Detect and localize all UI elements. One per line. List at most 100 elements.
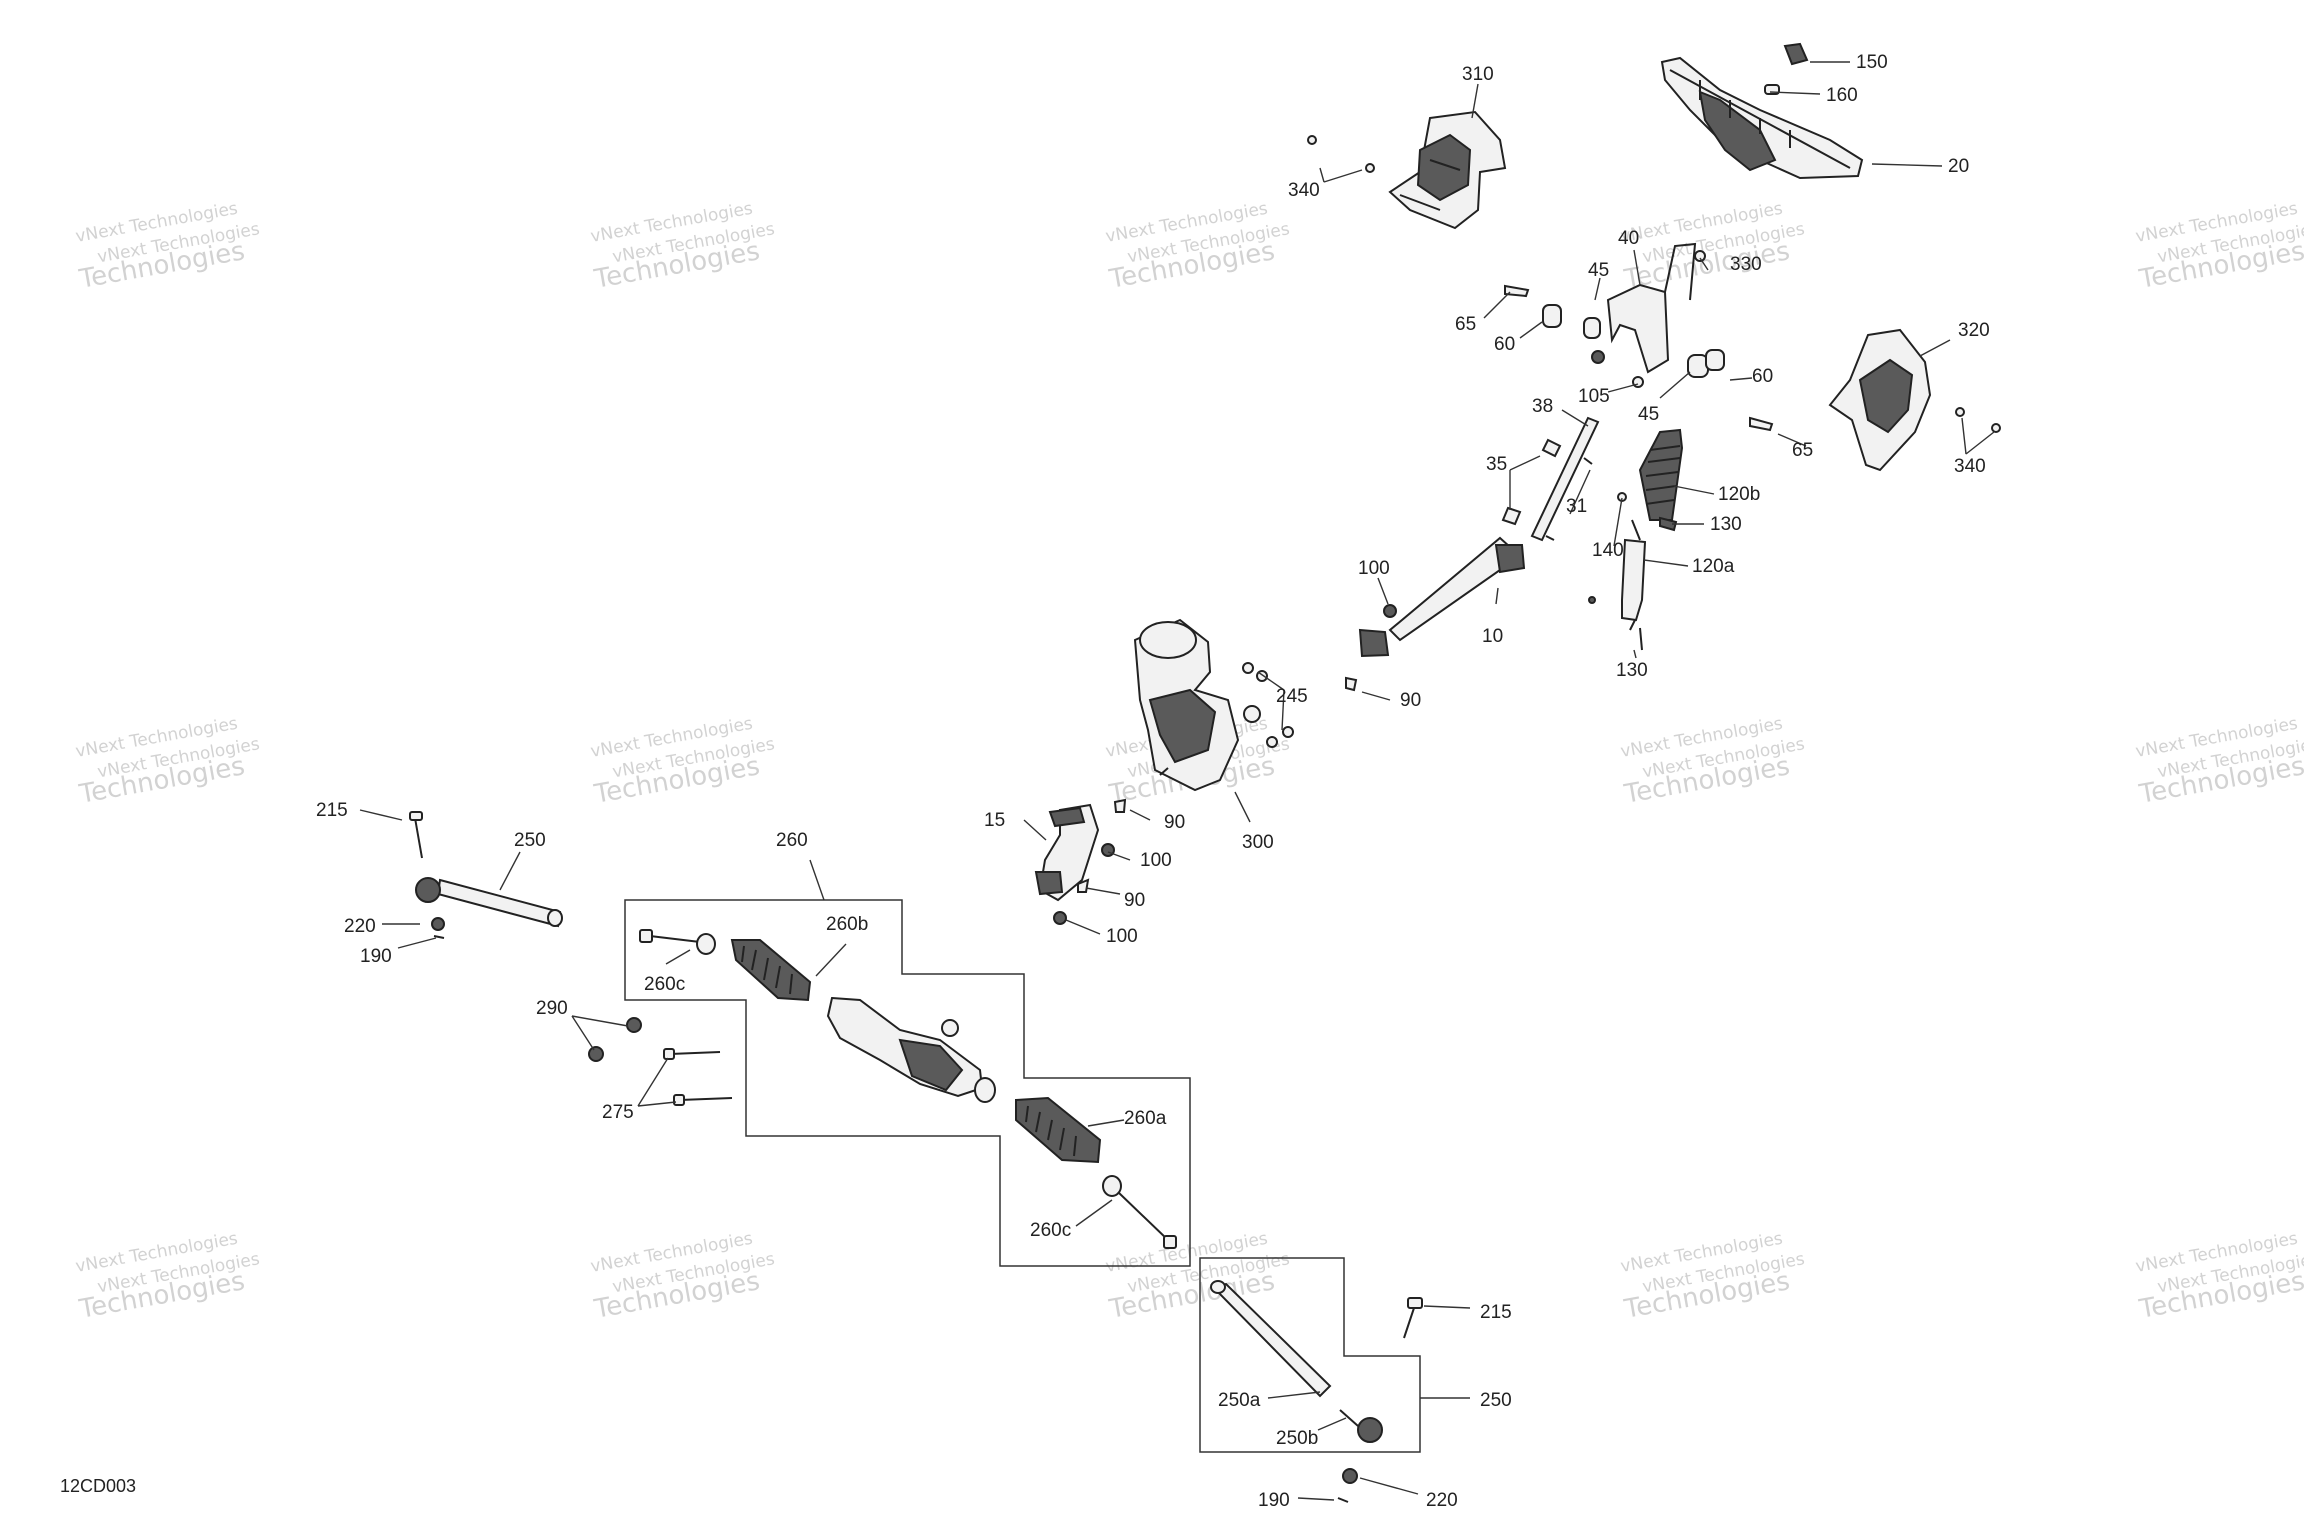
callout-245: 245 [1276, 686, 1308, 707]
tie-rod-end-250b [1339, 1409, 1383, 1443]
column-shaft-38 [1530, 416, 1600, 542]
callout-290: 290 [536, 998, 568, 1019]
nuts-290 [588, 1017, 642, 1062]
callout-130-upper: 130 [1710, 514, 1742, 535]
callout-250b: 250b [1276, 1428, 1318, 1449]
callout-35: 35 [1486, 454, 1507, 475]
callout-260c-left: 260c [644, 974, 685, 995]
boot-120b [1638, 428, 1684, 521]
callout-130-lower: 130 [1616, 660, 1648, 681]
drawing-code: 12CD003 [60, 1476, 136, 1496]
callout-45-upper: 45 [1588, 260, 1609, 281]
callout-60-upper: 60 [1494, 334, 1515, 355]
callout-260: 260 [776, 830, 808, 851]
callout-275: 275 [602, 1102, 634, 1123]
callout-150: 150 [1856, 52, 1888, 73]
callout-260a: 260a [1124, 1108, 1167, 1129]
callout-260c-right: 260c [1030, 1220, 1071, 1241]
callout-140: 140 [1592, 540, 1624, 561]
callout-260b: 260b [826, 914, 868, 935]
callout-310: 310 [1462, 64, 1494, 85]
callout-65-upper: 65 [1455, 314, 1476, 335]
pin-31 [1545, 457, 1593, 541]
callout-330: 330 [1730, 254, 1762, 275]
callout-215-lower: 215 [1480, 1302, 1512, 1323]
callout-160: 160 [1826, 85, 1858, 106]
callout-250-upper: 250 [514, 830, 546, 851]
screws-340-upper [1307, 135, 1375, 173]
tie-rod-end-260c-right [1102, 1175, 1177, 1249]
callout-100-mid: 100 [1140, 850, 1172, 871]
callout-220-lower: 220 [1426, 1490, 1458, 1511]
callout-40: 40 [1618, 228, 1639, 249]
callout-300: 300 [1242, 832, 1274, 853]
hardware-190-220-lower [1337, 1468, 1358, 1503]
tilt-bracket-40 [1606, 242, 1697, 374]
callout-190-lower: 190 [1258, 1490, 1290, 1511]
bolt-215-lower [1403, 1297, 1423, 1339]
callout-38: 38 [1532, 396, 1553, 417]
callout-65-lower: 65 [1792, 440, 1813, 461]
callout-215-upper: 215 [316, 800, 348, 821]
callout-90-mid: 90 [1164, 812, 1185, 833]
tie-rod-250-upper [409, 811, 563, 939]
damper-120a [1621, 519, 1647, 631]
tie-rod-end-260c-left [639, 929, 716, 955]
steering-wheel-20 [1660, 56, 1864, 180]
boot-260b [730, 939, 812, 1002]
callout-10: 10 [1482, 626, 1503, 647]
callout-100-lower: 100 [1106, 926, 1138, 947]
callout-31: 31 [1566, 496, 1587, 517]
power-steering-300 [1133, 618, 1261, 792]
callout-250-lower: 250 [1480, 1390, 1512, 1411]
callout-120a: 120a [1692, 556, 1735, 577]
callout-90-upper: 90 [1400, 690, 1421, 711]
callout-45-lower: 45 [1638, 404, 1659, 425]
callout-100-upper: 100 [1358, 558, 1390, 579]
callout-190-upper: 190 [360, 946, 392, 967]
bushing-35 [1501, 438, 1562, 526]
callout-105: 105 [1578, 386, 1610, 407]
callout-220-upper: 220 [344, 916, 376, 937]
rack-assembly-260-frame [624, 899, 1191, 1267]
callout-340-right: 340 [1954, 456, 1986, 477]
screws-340-right [1955, 407, 2001, 433]
callout-60-lower: 60 [1752, 366, 1773, 387]
callout-340-upper: 340 [1288, 180, 1320, 201]
callout-20: 20 [1948, 156, 1969, 177]
callout-250a: 250a [1218, 1390, 1261, 1411]
callout-90-lower: 90 [1124, 890, 1145, 911]
column-cover-320 [1828, 328, 1932, 472]
badge-150 [1783, 42, 1809, 66]
callout-320: 320 [1958, 320, 1990, 341]
tie-rod-250-lower-frame [1199, 1257, 1421, 1453]
callout-15: 15 [984, 810, 1005, 831]
hardware-shaft-100-90 [1345, 604, 1397, 692]
callout-120b: 120b [1718, 484, 1760, 505]
hardware-upper-left [1504, 284, 1644, 388]
column-cover-310 [1388, 110, 1507, 230]
leader-lines [359, 61, 1995, 1501]
callout-labels: 150 160 20 310 340 40 330 45 65 60 105 4… [316, 52, 1990, 1511]
hardware-upper-right [1687, 250, 1774, 432]
lower-ujoint-15 [1034, 803, 1100, 902]
bolts-275 [663, 1048, 733, 1106]
intermediate-shaft-10 [1358, 536, 1526, 658]
rack-housing-260 [826, 996, 996, 1103]
